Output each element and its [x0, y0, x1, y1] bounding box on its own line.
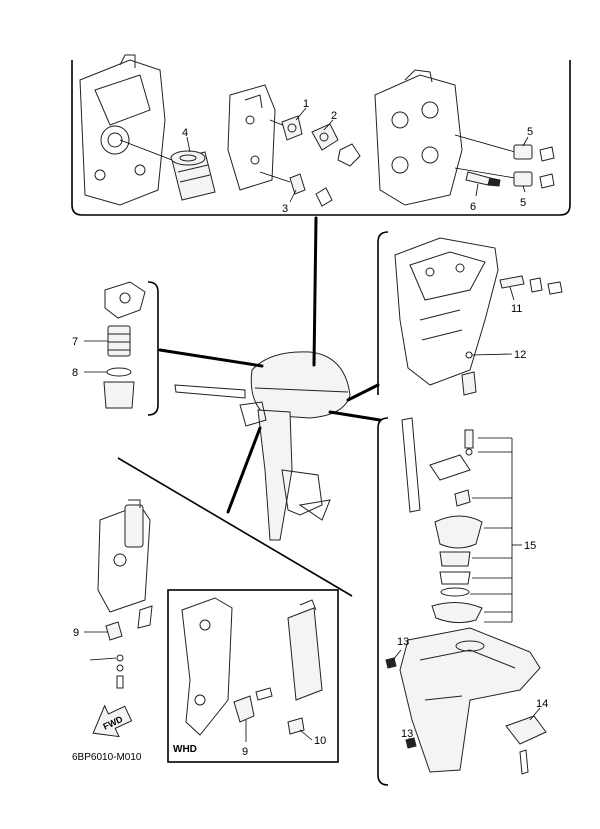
right-upper-frame — [377, 231, 389, 395]
leader-3 — [289, 189, 297, 203]
connector-right-lower — [328, 410, 382, 422]
part-13-drawing — [385, 657, 417, 749]
part-12-drawing — [461, 351, 477, 396]
cylinder-head-left-drawing — [79, 54, 166, 206]
spark-plug-drawing — [465, 171, 501, 187]
clamp-bracket-drawing — [97, 499, 153, 629]
leader-14 — [529, 707, 541, 721]
whd-label: WHD — [173, 744, 197, 755]
fuel-filter-bracket-drawing — [104, 281, 146, 319]
cylinder-head-right-drawing — [374, 69, 516, 206]
callout-13-lower: 13 — [401, 728, 413, 740]
leader-10 — [299, 729, 313, 741]
callout-12: 12 — [514, 349, 526, 361]
callout-5-top: 5 — [527, 126, 533, 138]
leader-1 — [295, 107, 307, 121]
leader-6 — [475, 183, 479, 197]
callout-11: 11 — [511, 303, 522, 315]
callout-10: 10 — [314, 735, 326, 747]
whd-inset-box — [167, 589, 339, 763]
callout-13-upper: 13 — [397, 636, 409, 648]
callout-2: 2 — [331, 110, 337, 122]
connector-right-upper — [346, 383, 380, 402]
part-7-filter-element-drawing — [107, 325, 131, 357]
part-11-drawing — [499, 275, 563, 295]
outboard-motor-overview-drawing — [174, 351, 351, 541]
oil-filter-drawing — [119, 139, 216, 201]
fwd-arrow: FWD — [92, 704, 133, 738]
crankcase-drawing — [394, 237, 499, 386]
callout-4: 4 — [182, 127, 188, 139]
part-2-gasket-drawing — [311, 123, 361, 167]
leader-2 — [323, 119, 334, 131]
leader-5a — [522, 136, 529, 147]
connector-top — [312, 216, 318, 367]
callout-14: 14 — [536, 698, 548, 710]
callout-7: 7 — [72, 336, 78, 348]
bracket-15-lines — [470, 437, 522, 623]
part-3-drawing — [289, 173, 333, 207]
part-9-left-drawing — [89, 621, 124, 689]
lower-unit-drawing — [399, 627, 541, 773]
tilt-cylinder-drawing — [287, 599, 323, 735]
callout-8: 8 — [72, 367, 78, 379]
top-group-frame — [71, 60, 571, 216]
callout-6: 6 — [470, 201, 476, 213]
leader-4 — [186, 136, 191, 153]
part-14-anode-drawing — [505, 715, 547, 775]
left-mid-frame — [147, 281, 159, 416]
leader-12 — [471, 353, 513, 356]
part-5-drawing — [513, 144, 555, 189]
leader-11 — [509, 286, 515, 301]
drawing-code: 6BP6010-M010 — [72, 752, 142, 763]
water-pump-assembly-drawing — [401, 417, 483, 624]
part-9-right-drawing — [233, 687, 273, 723]
lower-left-divider — [117, 457, 353, 597]
connector-lower-left — [226, 426, 262, 514]
leader-13a — [392, 649, 402, 661]
whd-bracket-drawing — [181, 597, 233, 736]
thermostat-housing-drawing — [227, 84, 291, 191]
callout-3: 3 — [282, 203, 288, 215]
right-lower-frame — [377, 417, 389, 786]
callout-5-bottom: 5 — [520, 197, 526, 209]
leader-5b — [522, 185, 526, 193]
connector-left-mid — [158, 348, 264, 368]
callout-9-left: 9 — [73, 627, 79, 639]
callout-1: 1 — [303, 98, 309, 110]
callout-9-right: 9 — [242, 746, 248, 758]
part-8-oring-drawing — [103, 367, 135, 409]
leader-13b — [408, 737, 411, 741]
part-1-drawing — [281, 115, 303, 141]
callout-15: 15 — [524, 540, 536, 552]
